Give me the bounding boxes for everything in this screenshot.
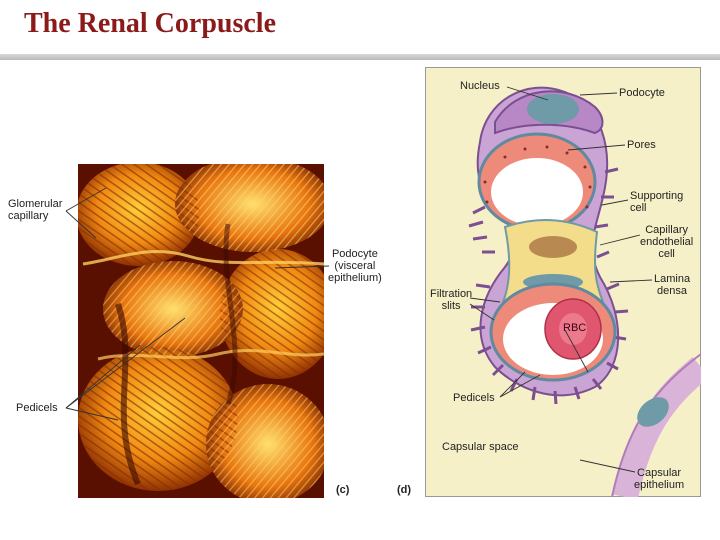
panel-d-tag: (d): [397, 484, 412, 496]
label-lamina-densa: Lamina densa: [654, 273, 691, 297]
label-filtration-slits: Filtration slits: [430, 288, 473, 312]
label-capillary-endothelial-cell: Capillary endothelial cell: [640, 224, 694, 260]
label-rbc: RBC: [563, 322, 587, 334]
label-pedicels-c: Pedicels: [16, 402, 58, 414]
label-capsular-epithelium: Capsular epithelium: [634, 467, 685, 491]
label-podocyte: Podocyte: [619, 87, 665, 99]
panel-c-tag: (c): [336, 484, 350, 496]
label-glomerular-capillary: Glomerular capillary: [8, 198, 63, 222]
micrograph-panel-c: [78, 164, 324, 498]
label-pores: Pores: [627, 139, 656, 151]
label-pedicels-d: Pedicels: [453, 392, 495, 404]
page-title: The Renal Corpuscle: [24, 8, 276, 39]
title-rule: [0, 54, 720, 60]
label-podocyte-visceral: Podocyte (visceral epithelium): [328, 248, 382, 284]
schematic-panel-d: [425, 67, 701, 497]
pedicel-fringe: [468, 167, 629, 405]
label-supporting-cell: Supporting cell: [630, 190, 684, 214]
label-capsular-space: Capsular space: [442, 441, 519, 453]
label-nucleus: Nucleus: [460, 80, 500, 92]
